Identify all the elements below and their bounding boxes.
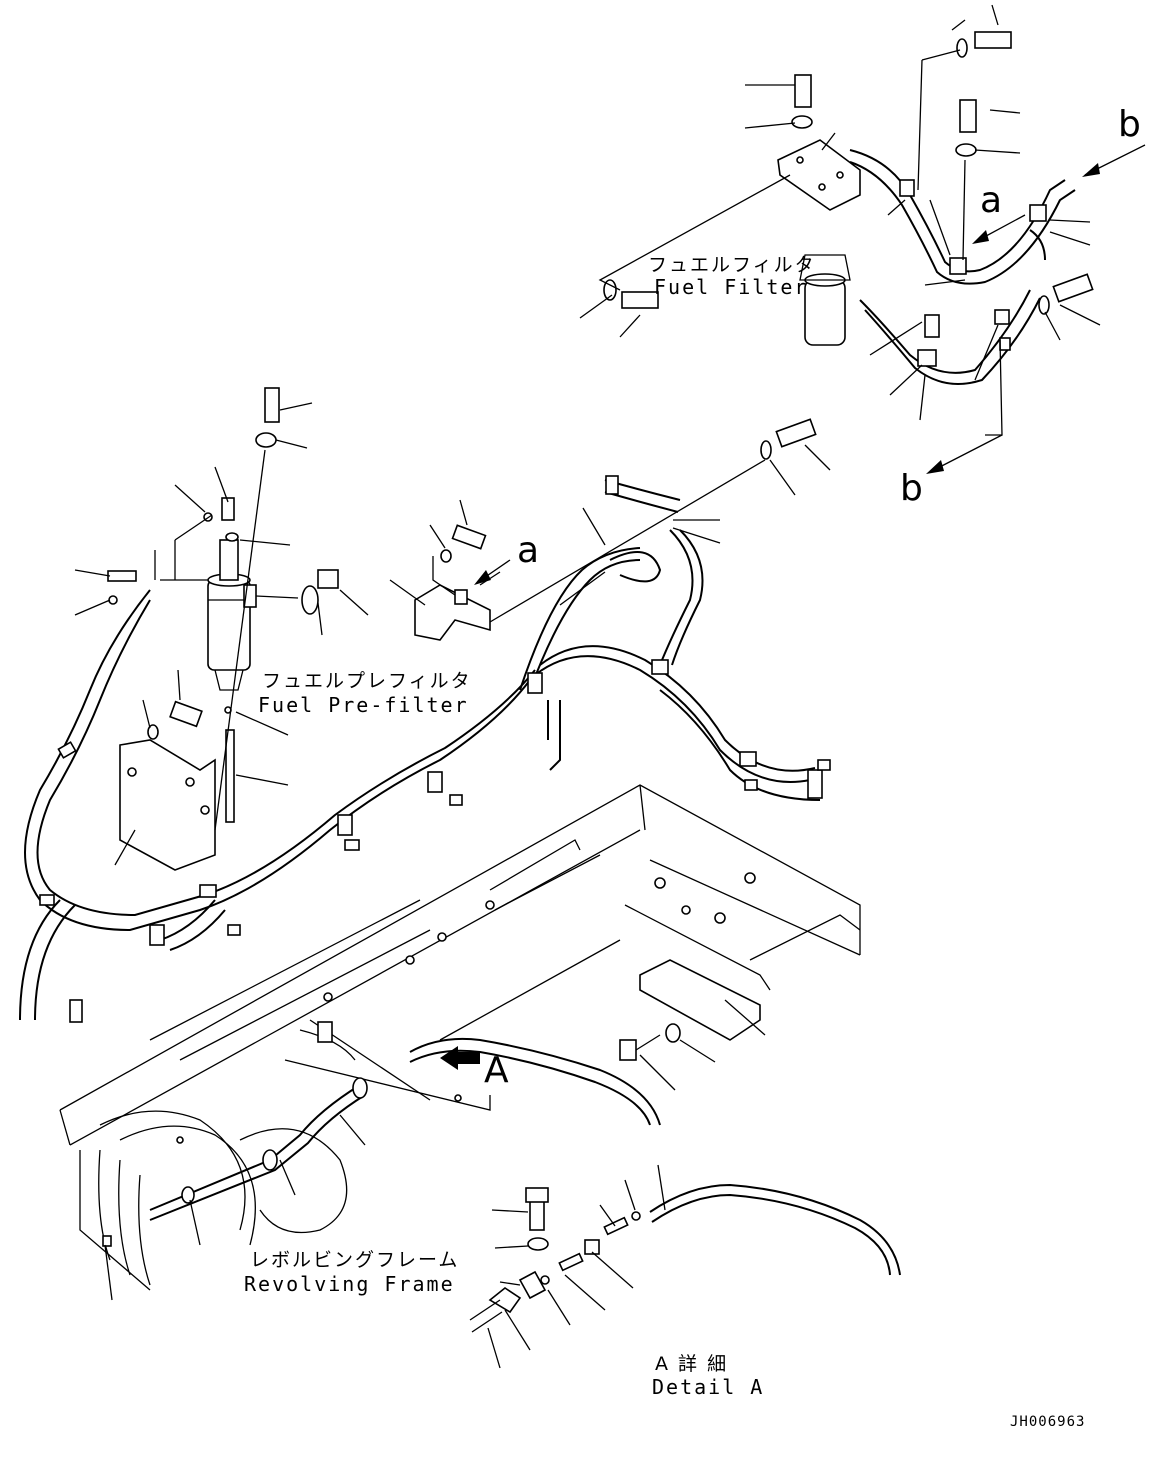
fuel-filter-hoses	[849, 149, 1076, 385]
revolving-frame-label-jp: レボルビングフレーム	[250, 1249, 459, 1271]
pre-filter-label-jp: フュエルプレフィルタ	[262, 670, 472, 692]
detail-a-assembly	[469, 1183, 901, 1333]
ref-a-top: a	[980, 180, 1002, 221]
detail-a-label-jp: A 詳 細	[655, 1353, 728, 1375]
view-a-letter: A	[484, 1050, 509, 1091]
revolving-frame-outline	[59, 784, 861, 1291]
drain-tube	[102, 1077, 368, 1247]
revolving-frame-label-en: Revolving Frame	[244, 1272, 455, 1296]
leader-lines	[74, 4, 1101, 1369]
hose-support-bracket	[414, 524, 491, 641]
fuel-filter-label-jp: フュエルフィルタ	[648, 254, 816, 276]
fuel-filter-assembly	[603, 31, 1094, 460]
fuel-hose-main-run	[19, 479, 821, 1021]
detail-a-label-en: Detail A	[652, 1375, 764, 1399]
view-arrow-a	[440, 1046, 480, 1070]
pre-filter-bracket	[119, 700, 216, 871]
ref-b-bottom: b	[900, 468, 923, 509]
ref-b-top: b	[1118, 104, 1141, 145]
ref-a-mid: a	[517, 530, 539, 571]
drawing-code: JH006963	[1010, 1414, 1085, 1430]
fuel-filter-label-en: Fuel Filter	[654, 275, 808, 299]
pre-filter-label-en: Fuel Pre-filter	[258, 693, 469, 717]
fuel-pre-filter-assembly	[107, 387, 339, 823]
reference-arrows	[474, 144, 1146, 585]
hose-clamps	[39, 475, 831, 1023]
return-hose	[409, 959, 761, 1126]
